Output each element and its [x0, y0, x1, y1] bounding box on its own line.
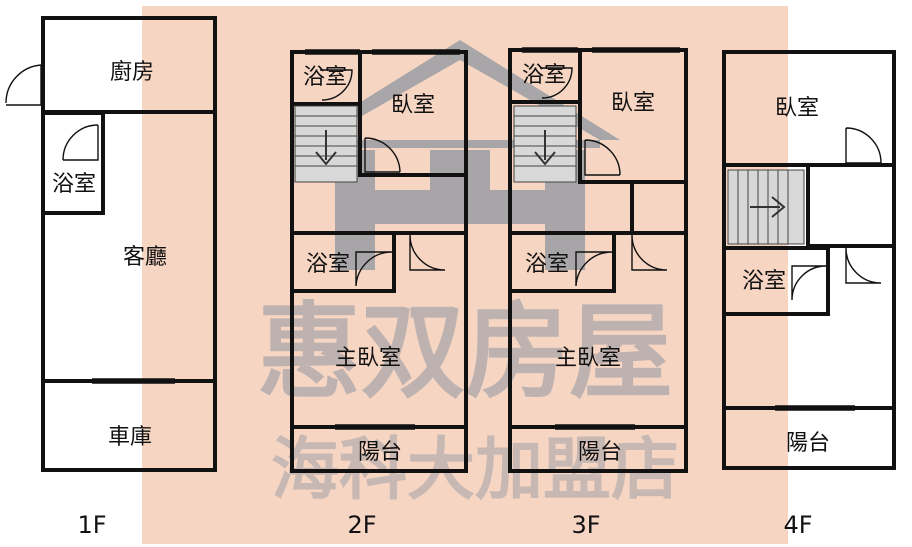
floor-1f-doors: [5, 64, 175, 384]
room-master-bedroom-3f: 主臥室: [555, 346, 621, 371]
room-bedroom-2f: 臥室: [391, 93, 435, 118]
room-bedroom-4f: 臥室: [775, 96, 819, 121]
room-bedroom-3f: 臥室: [611, 91, 655, 116]
floor-2f-walls: [290, 50, 468, 473]
room-balcony-2f: 陽台: [358, 440, 402, 465]
floor-2f-doors: [305, 49, 460, 430]
floor-1f-walls: [41, 16, 217, 472]
floor-3f-doors: [522, 47, 680, 430]
floor-label-4f: 4F: [783, 511, 812, 539]
floor-label-3f: 3F: [571, 511, 600, 539]
room-bathroom-mid-3f: 浴室: [525, 252, 569, 277]
room-balcony-3f: 陽台: [578, 440, 622, 465]
floor-3f-walls: [508, 48, 688, 473]
room-bathroom-top-3f: 浴室: [522, 63, 566, 88]
stair-4f-right-arrow-icon: [750, 196, 786, 218]
floor-label-1f: 1F: [77, 511, 106, 539]
floor-4f-walls: [722, 50, 896, 470]
floor-label-2f: 2F: [347, 511, 376, 539]
stair-3f-down-arrow-icon: [534, 130, 556, 166]
room-bathroom-4f: 浴室: [742, 269, 786, 294]
room-bathroom-top-2f: 浴室: [303, 65, 347, 90]
room-master-bedroom-2f: 主臥室: [335, 346, 401, 371]
floor-4f-doors: [775, 127, 882, 411]
room-balcony-4f: 陽台: [786, 431, 830, 456]
room-bathroom-1f: 浴室: [52, 172, 96, 197]
room-kitchen-1f: 廚房: [110, 60, 154, 85]
room-garage-1f: 車庫: [108, 425, 152, 450]
watermark-house-logo: [300, 40, 620, 270]
stair-2f-down-arrow-icon: [315, 130, 337, 166]
room-bathroom-mid-2f: 浴室: [306, 252, 350, 277]
room-living-1f: 客廳: [123, 245, 167, 270]
